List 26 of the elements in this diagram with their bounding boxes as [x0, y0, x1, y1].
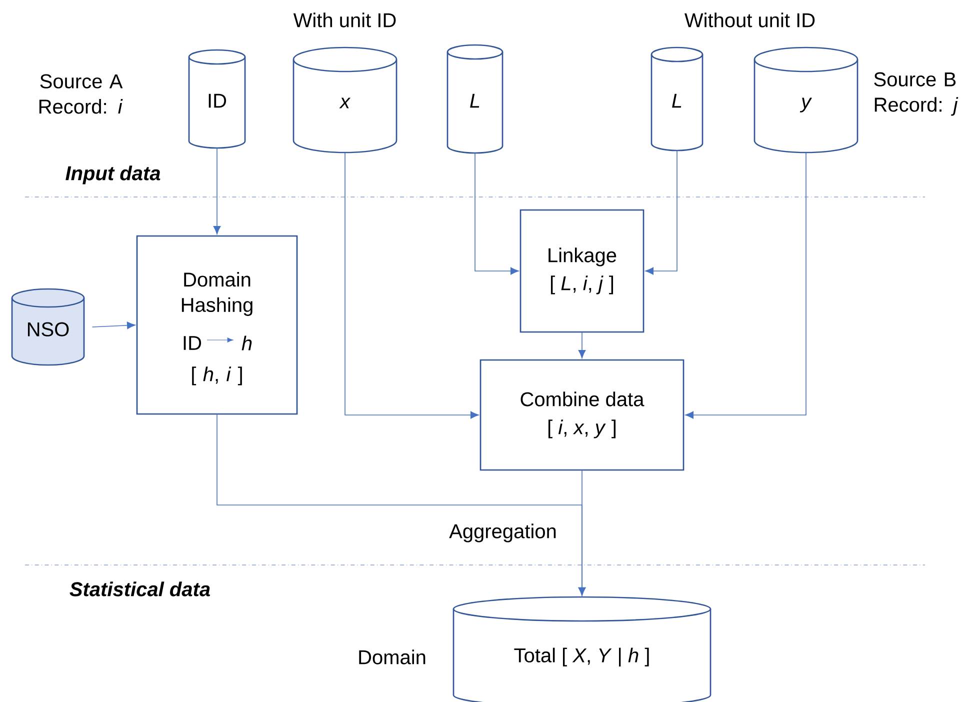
group-label: With unit ID — [293, 12, 396, 28]
arrow — [578, 470, 586, 596]
source-label: Source A Record: i — [39, 74, 123, 114]
database-cylinder: ID — [188, 49, 246, 149]
process-box: Combine data [ i, x, y ] — [480, 359, 684, 471]
arrow — [213, 148, 221, 234]
database-cylinder: y — [754, 46, 858, 154]
arrow — [344, 152, 479, 419]
source-label: Source B Record: j — [874, 72, 958, 116]
edge-label: Aggregation — [448, 522, 558, 544]
database-cylinder: Total [ X, Y | h ] — [452, 596, 712, 702]
arrow — [578, 332, 586, 358]
process-box: Domain Hashing ID h [ h, i ] — [136, 235, 298, 415]
database-cylinder: L — [446, 44, 504, 154]
section-label: Statistical data — [70, 582, 210, 596]
section-label: Input data — [66, 166, 160, 184]
database-cylinder: L — [650, 46, 704, 152]
arrow — [685, 152, 806, 419]
arrow — [645, 150, 678, 275]
arrow — [474, 152, 519, 275]
group-label: Without unit ID — [684, 12, 815, 28]
process-box: Linkage [ L, i, j ] — [520, 209, 644, 333]
arrow — [92, 322, 136, 330]
database-cylinder: x — [292, 46, 398, 154]
database-cylinder: NSO — [11, 288, 85, 366]
source-label: Domain — [359, 650, 426, 664]
